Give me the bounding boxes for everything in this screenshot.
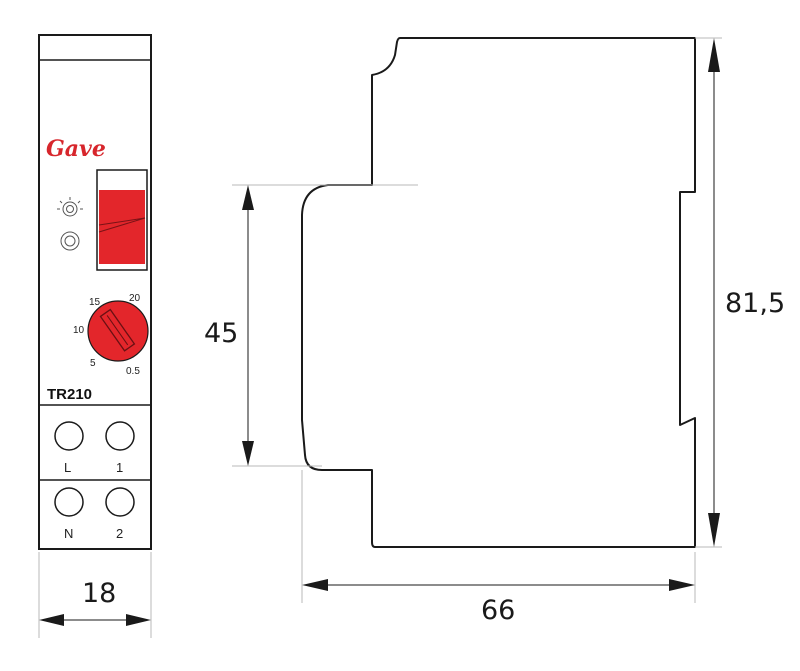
side-view: 81,5 45 66	[204, 37, 785, 626]
terminal-label: L	[64, 460, 71, 475]
terminal-screw	[105, 487, 135, 517]
indicator-icon	[60, 231, 80, 251]
arrowhead	[302, 579, 328, 591]
dimension-height-front: 45	[204, 318, 238, 349]
arrowhead	[242, 441, 254, 466]
led-light-icon	[57, 197, 83, 217]
arrowhead	[39, 614, 64, 626]
arrowhead	[708, 38, 720, 72]
side-profile-outline	[301, 37, 696, 548]
dimension-width: 18	[82, 578, 116, 609]
terminal-label: 1	[116, 460, 123, 475]
dimension-height-total: 81,5	[725, 288, 785, 319]
dial-label: 0.5	[126, 366, 140, 377]
terminal-screw	[54, 487, 84, 517]
front-view: Gave 20 15	[38, 34, 152, 638]
arrowhead	[242, 185, 254, 210]
arrowhead	[708, 513, 720, 547]
rocker-switch	[96, 169, 148, 271]
model-label: TR210	[47, 386, 92, 403]
dial-label: 5	[90, 358, 96, 369]
dial-label: 20	[129, 293, 141, 304]
dial-label: 10	[73, 325, 85, 336]
dial-label: 15	[89, 297, 101, 308]
time-dial	[87, 300, 149, 362]
terminal-screw	[54, 421, 84, 451]
arrowhead	[669, 579, 695, 591]
brand-logo: Gave	[46, 136, 106, 162]
terminal-label: 2	[116, 526, 123, 541]
dimension-depth: 66	[481, 595, 515, 626]
arrowhead	[126, 614, 151, 626]
terminal-label: N	[64, 526, 73, 541]
front-body-outline	[38, 34, 152, 550]
terminal-screw	[105, 421, 135, 451]
